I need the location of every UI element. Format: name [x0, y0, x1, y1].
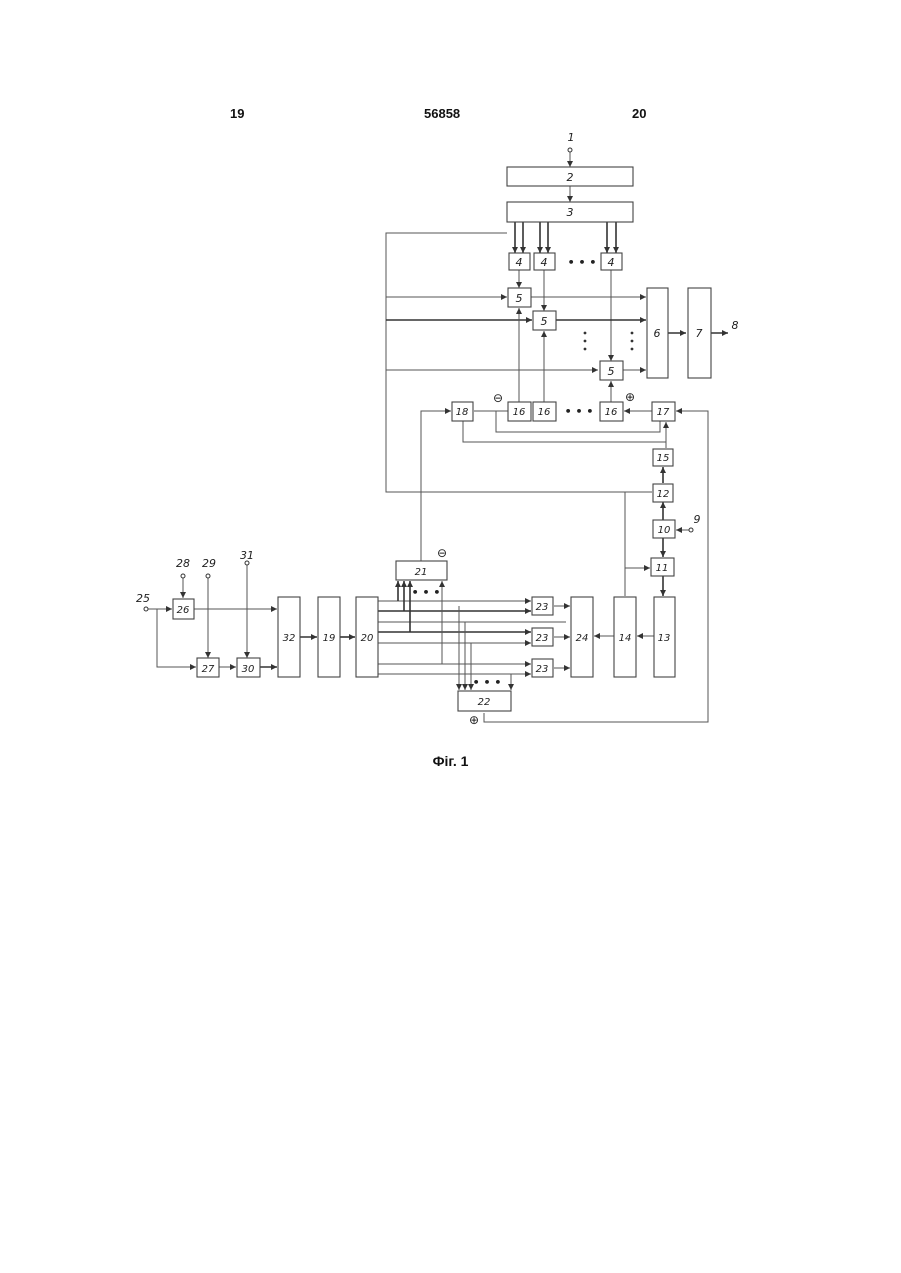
block-4-n: 4 — [601, 253, 622, 270]
block-23-a: 23 — [532, 597, 553, 615]
block-14-label: 14 — [619, 633, 632, 644]
terminal-8-label: 8 — [732, 319, 739, 332]
block-6-label: 6 — [654, 327, 661, 340]
minus-sign-16: ⊖ — [493, 391, 503, 405]
terminal-25: 25 — [136, 592, 150, 611]
block-5-b: 5 — [533, 311, 556, 330]
block-20-label: 20 — [361, 633, 374, 644]
block-23-n: 23 — [532, 659, 553, 677]
block-18-label: 18 — [456, 407, 469, 418]
ellipsis-22: • • • — [473, 676, 502, 689]
vertical-ellipsis-right — [631, 332, 634, 351]
block-22-label: 22 — [478, 697, 491, 708]
block-30: 30 — [237, 658, 260, 677]
terminal-29-label: 29 — [202, 557, 216, 570]
block-24: 24 — [571, 597, 593, 677]
block-23-b-label: 23 — [536, 633, 549, 644]
terminal-9: 9 — [689, 513, 701, 532]
block-2: 2 — [507, 167, 633, 186]
block-13: 13 — [654, 597, 675, 677]
block-16-n: 16 — [600, 402, 623, 421]
block-5-a-label: 5 — [516, 292, 523, 305]
block-7-label: 7 — [696, 327, 703, 340]
terminal-9-label: 9 — [694, 513, 701, 526]
block-21-label: 21 — [415, 567, 428, 578]
ellipsis-blocks-16: • • • — [565, 405, 594, 418]
block-11: 11 — [651, 558, 674, 576]
block-6: 6 — [647, 288, 668, 378]
terminal-29: 29 — [202, 557, 216, 578]
terminal-25-label: 25 — [136, 592, 150, 605]
block-5-b-label: 5 — [541, 315, 548, 328]
block-18: 18 — [452, 402, 473, 421]
block-16-b: 16 — [533, 402, 556, 421]
block-23-b: 23 — [532, 628, 553, 646]
connection-lines — [148, 152, 728, 722]
plus-sign-22: ⊕ — [469, 713, 479, 727]
block-3: 3 — [507, 202, 633, 222]
vertical-ellipsis-left — [584, 332, 587, 351]
block-27: 27 — [197, 658, 219, 677]
terminal-31-label: 31 — [240, 549, 254, 562]
block-20: 20 — [356, 597, 378, 677]
terminal-28-label: 28 — [176, 557, 190, 570]
block-5-n: 5 — [600, 361, 623, 380]
block-5-a: 5 — [508, 288, 531, 307]
block-32-label: 32 — [283, 633, 296, 644]
block-16-a: 16 — [508, 402, 531, 421]
block-4-n-label: 4 — [608, 256, 615, 269]
block-2-label: 2 — [567, 171, 574, 184]
block-4-a: 4 — [509, 253, 530, 270]
minus-sign-21: ⊖ — [437, 546, 447, 560]
block-16-a-label: 16 — [513, 407, 526, 418]
block-32: 32 — [278, 597, 300, 677]
block-14: 14 — [614, 597, 636, 677]
block-21: 21 — [396, 561, 447, 580]
block-17: 17 — [652, 402, 675, 421]
terminal-28: 28 — [176, 557, 190, 578]
block-26: 26 — [173, 599, 194, 619]
figure-caption: Фіг. 1 — [0, 753, 901, 769]
block-10-label: 10 — [658, 525, 671, 536]
block-7: 7 — [688, 288, 711, 378]
block-17-label: 17 — [657, 407, 670, 418]
block-22: 22 — [458, 691, 511, 711]
block-23-a-label: 23 — [536, 602, 549, 613]
block-4-b-label: 4 — [541, 256, 548, 269]
block-19-label: 19 — [323, 633, 336, 644]
block-15-label: 15 — [657, 453, 670, 464]
block-10: 10 — [653, 520, 675, 538]
block-11-label: 11 — [656, 563, 669, 574]
block-23-n-label: 23 — [536, 664, 549, 675]
terminal-8: 8 — [732, 319, 739, 332]
block-4-a-label: 4 — [516, 256, 523, 269]
block-12: 12 — [653, 484, 673, 502]
terminal-1-label: 1 — [568, 131, 575, 144]
block-5-n-label: 5 — [608, 365, 615, 378]
block-30-label: 30 — [242, 664, 255, 675]
plus-sign-16: ⊕ — [625, 390, 635, 404]
block-3-label: 3 — [567, 206, 574, 219]
ellipsis-blocks-4: • • • — [568, 256, 597, 269]
block-12-label: 12 — [657, 489, 670, 500]
terminal-1: 1 — [568, 131, 575, 152]
block-19: 19 — [318, 597, 340, 677]
terminal-31: 31 — [240, 549, 254, 565]
block-16-b-label: 16 — [538, 407, 551, 418]
ellipsis-21: • • • — [412, 586, 441, 599]
block-16-n-label: 16 — [605, 407, 618, 418]
block-24-label: 24 — [576, 633, 589, 644]
block-27-label: 27 — [202, 664, 215, 675]
block-13-label: 13 — [658, 633, 671, 644]
block-26-label: 26 — [177, 605, 190, 616]
block-15: 15 — [653, 449, 673, 466]
block-4-b: 4 — [534, 253, 555, 270]
